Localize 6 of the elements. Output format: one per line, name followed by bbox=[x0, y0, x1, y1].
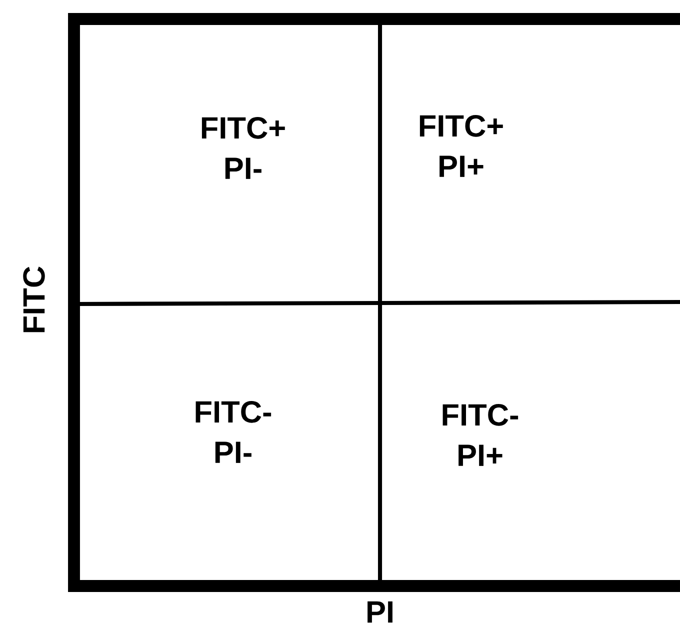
quadrant-label: FITC- PI+ bbox=[442, 404, 518, 466]
quadrant-label: FITC- PI- bbox=[196, 401, 272, 463]
axis-label: PI bbox=[368, 601, 392, 623]
axis-label: FITC bbox=[23, 266, 45, 332]
quadrant-label: FITC+ PI- bbox=[202, 117, 285, 179]
quadrant-label: FITC+ PI+ bbox=[420, 115, 503, 177]
